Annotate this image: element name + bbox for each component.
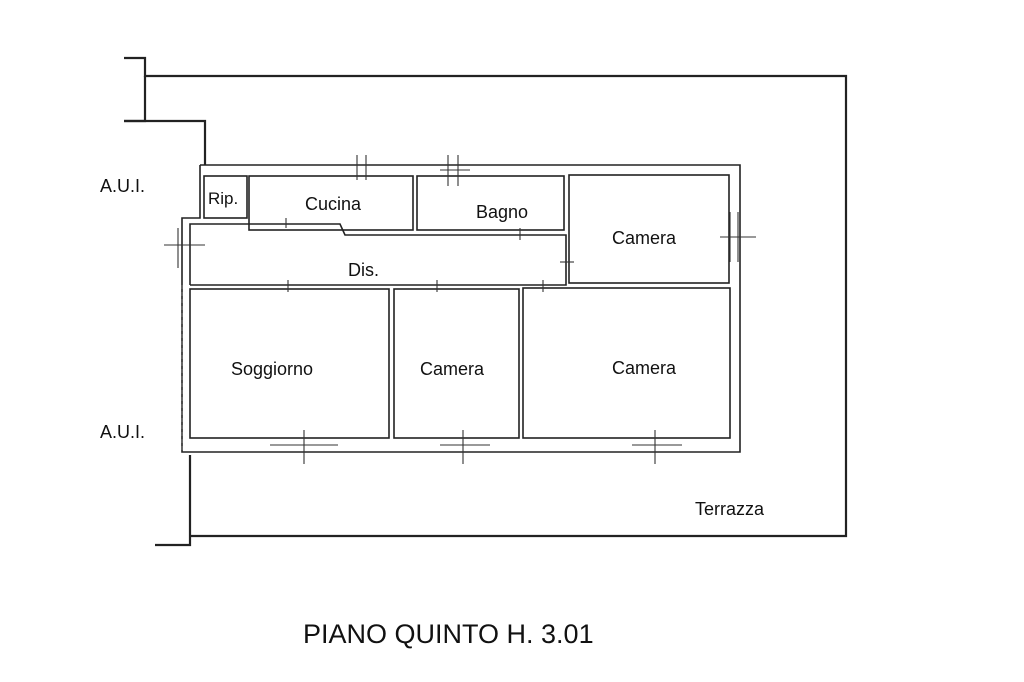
room-dis <box>189 223 567 286</box>
label-terrazza: Terrazza <box>695 499 765 519</box>
room-cucina <box>248 175 414 231</box>
label-bagno: Bagno <box>476 202 528 222</box>
room-camera-ne <box>568 174 730 284</box>
label-camera-se: Camera <box>612 358 677 378</box>
label-camera-s-mid: Camera <box>420 359 485 379</box>
room-soggiorno <box>189 288 390 439</box>
room-bagno <box>416 175 565 231</box>
room-camera-se <box>522 287 731 439</box>
label-cucina: Cucina <box>305 194 362 214</box>
plan-title: PIANO QUINTO H. 3.01 <box>303 619 594 649</box>
room-rip <box>203 175 248 219</box>
room-camera-s-mid <box>393 288 520 439</box>
label-soggiorno: Soggiorno <box>231 359 313 379</box>
aui-label-top: A.U.I. <box>100 176 145 196</box>
opening-markers <box>164 155 756 464</box>
label-dis: Dis. <box>348 260 379 280</box>
label-camera-ne: Camera <box>612 228 677 248</box>
apartment-outer-wall <box>181 164 741 453</box>
aui-label-bottom: A.U.I. <box>100 422 145 442</box>
terrace-boundary <box>124 56 848 547</box>
label-rip: Rip. <box>208 189 238 208</box>
